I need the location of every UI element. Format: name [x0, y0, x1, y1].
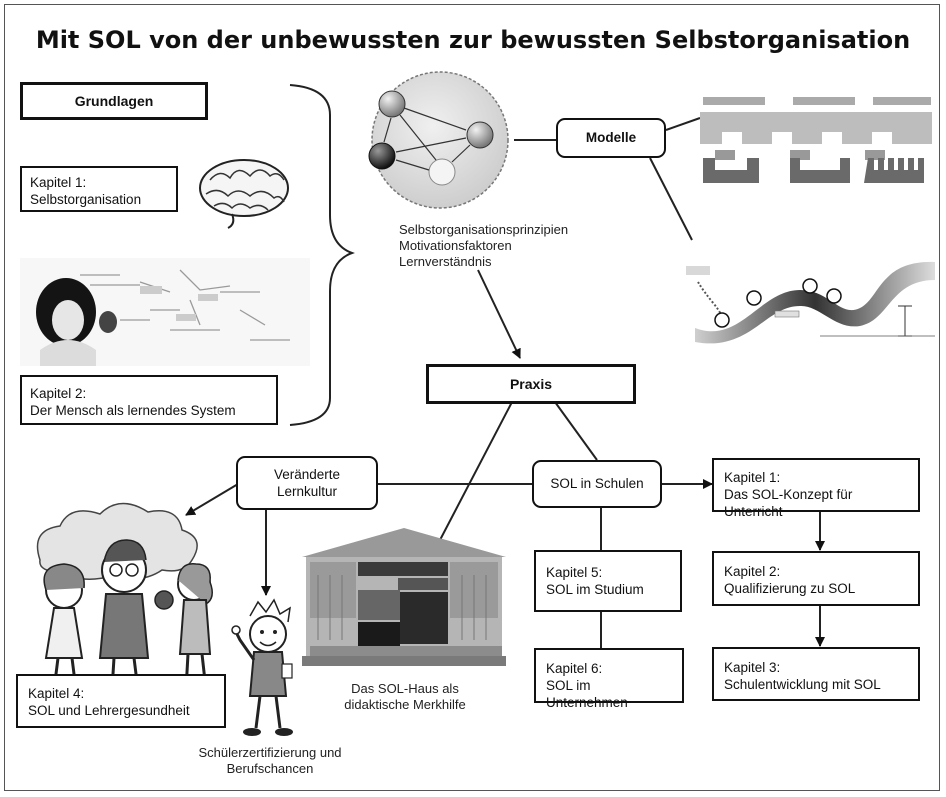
kapitel5-line2: SOL im Studium — [546, 582, 644, 597]
kapitel5-line1: Kapitel 5: — [546, 565, 603, 580]
connector-modelle-curve — [649, 157, 693, 241]
diagram-frame — [4, 4, 940, 791]
kapitel2-grundlagen-box: Kapitel 2: Der Mensch als lernendes Syst… — [20, 375, 278, 425]
grundlagen-brace — [289, 84, 355, 426]
diagram-title: Mit SOL von der unbewussten zur bewusste… — [35, 26, 911, 54]
grundlagen-box: Grundlagen — [20, 82, 208, 120]
kapitel6-box: Kapitel 6: SOL im Unternehmen — [534, 648, 684, 710]
principles-text: Selbstorganisationsprinzipien Motivation… — [399, 222, 568, 270]
sol-haus-line1: Das SOL-Haus als — [351, 681, 459, 696]
kapitel1-grundlagen-line2: Selbstorganisation — [30, 192, 142, 207]
kapitel2-grundlagen-line1: Kapitel 2: — [30, 386, 87, 401]
sol-schulen-label: SOL in Schulen — [550, 476, 644, 491]
student-thumbs-up-cartoon — [231, 598, 293, 736]
lernkultur-line2: Lernkultur — [276, 484, 338, 499]
kapitel6-line1: Kapitel 6: — [546, 661, 603, 676]
praxis-box: Praxis — [426, 364, 636, 404]
kapitel4-line2: SOL und Lehrergesundheit — [28, 703, 190, 718]
praxis-label: Praxis — [509, 376, 553, 392]
sol-haus-caption: Das SOL-Haus als didaktische Merkhilfe — [320, 681, 490, 713]
kapitel2-right-line2: Qualifizierung zu SOL — [724, 581, 856, 596]
self-organization-spheres-illustration — [368, 71, 509, 209]
kapitel4-box: Kapitel 4: SOL und Lehrergesundheit — [16, 674, 226, 728]
kapitel1-right-box: Kapitel 1: Das SOL-Konzept für Unterrich… — [712, 458, 920, 519]
principles-line3: Lernverständnis — [399, 254, 492, 269]
kapitel4-line1: Kapitel 4: — [28, 686, 85, 701]
zertifizierung-caption: Schülerzertifizierung und Berufschancen — [170, 745, 370, 777]
zertifizierung-line1: Schülerzertifizierung und — [198, 745, 342, 760]
teachers-cartoon — [36, 502, 213, 691]
arrow-lernkultur-teachers — [185, 483, 239, 516]
sol-schulen-box: SOL in Schulen — [532, 460, 662, 508]
kapitel2-grundlagen-line2: Der Mensch als lernendes System — [30, 403, 236, 418]
kapitel2-right-line1: Kapitel 2: — [724, 564, 781, 579]
modelle-box: Modelle — [556, 118, 666, 158]
brain-icon — [199, 159, 289, 229]
comfort-zone-wave-illustration — [686, 261, 935, 344]
kapitel3-right-box: Kapitel 3: Schulentwicklung mit SOL — [712, 647, 920, 701]
principles-line2: Motivationsfaktoren — [399, 238, 512, 253]
connector-praxis-schulen — [554, 401, 598, 461]
grundlagen-label: Grundlagen — [74, 93, 154, 109]
lernkultur-box: Veränderte Lernkultur — [236, 456, 378, 510]
kapitel2-right-box: Kapitel 2: Qualifizierung zu SOL — [712, 551, 920, 606]
kapitel1-grundlagen-box: Kapitel 1: Selbstorganisation — [20, 166, 178, 212]
kapitel5-box: Kapitel 5: SOL im Studium — [534, 550, 682, 612]
kapitel3-right-line1: Kapitel 3: — [724, 660, 781, 675]
principles-line1: Selbstorganisationsprinzipien — [399, 222, 569, 237]
arrow-principles-praxis — [477, 269, 521, 359]
kapitel6-line2: SOL im Unternehmen — [546, 678, 628, 710]
lernkultur-line1: Veränderte — [273, 467, 341, 482]
zertifizierung-line2: Berufschancen — [226, 761, 314, 776]
sol-haus-line2: didaktische Merkhilfe — [344, 697, 466, 712]
modelle-label: Modelle — [585, 130, 637, 145]
kapitel1-grundlagen-line1: Kapitel 1: — [30, 175, 87, 190]
kapitel3-right-line2: Schulentwicklung mit SOL — [724, 677, 881, 692]
sol-house-illustration — [302, 528, 506, 666]
kapitel1-right-line1: Kapitel 1: — [724, 470, 781, 485]
girl-whiteboard-photo — [20, 258, 310, 366]
teacher-pattern-model-illustration — [700, 97, 932, 183]
connector-modelle-teacher-model — [665, 117, 701, 131]
kapitel1-right-line2: Das SOL-Konzept für Unterricht — [724, 487, 853, 519]
connector-praxis-house — [439, 401, 513, 541]
